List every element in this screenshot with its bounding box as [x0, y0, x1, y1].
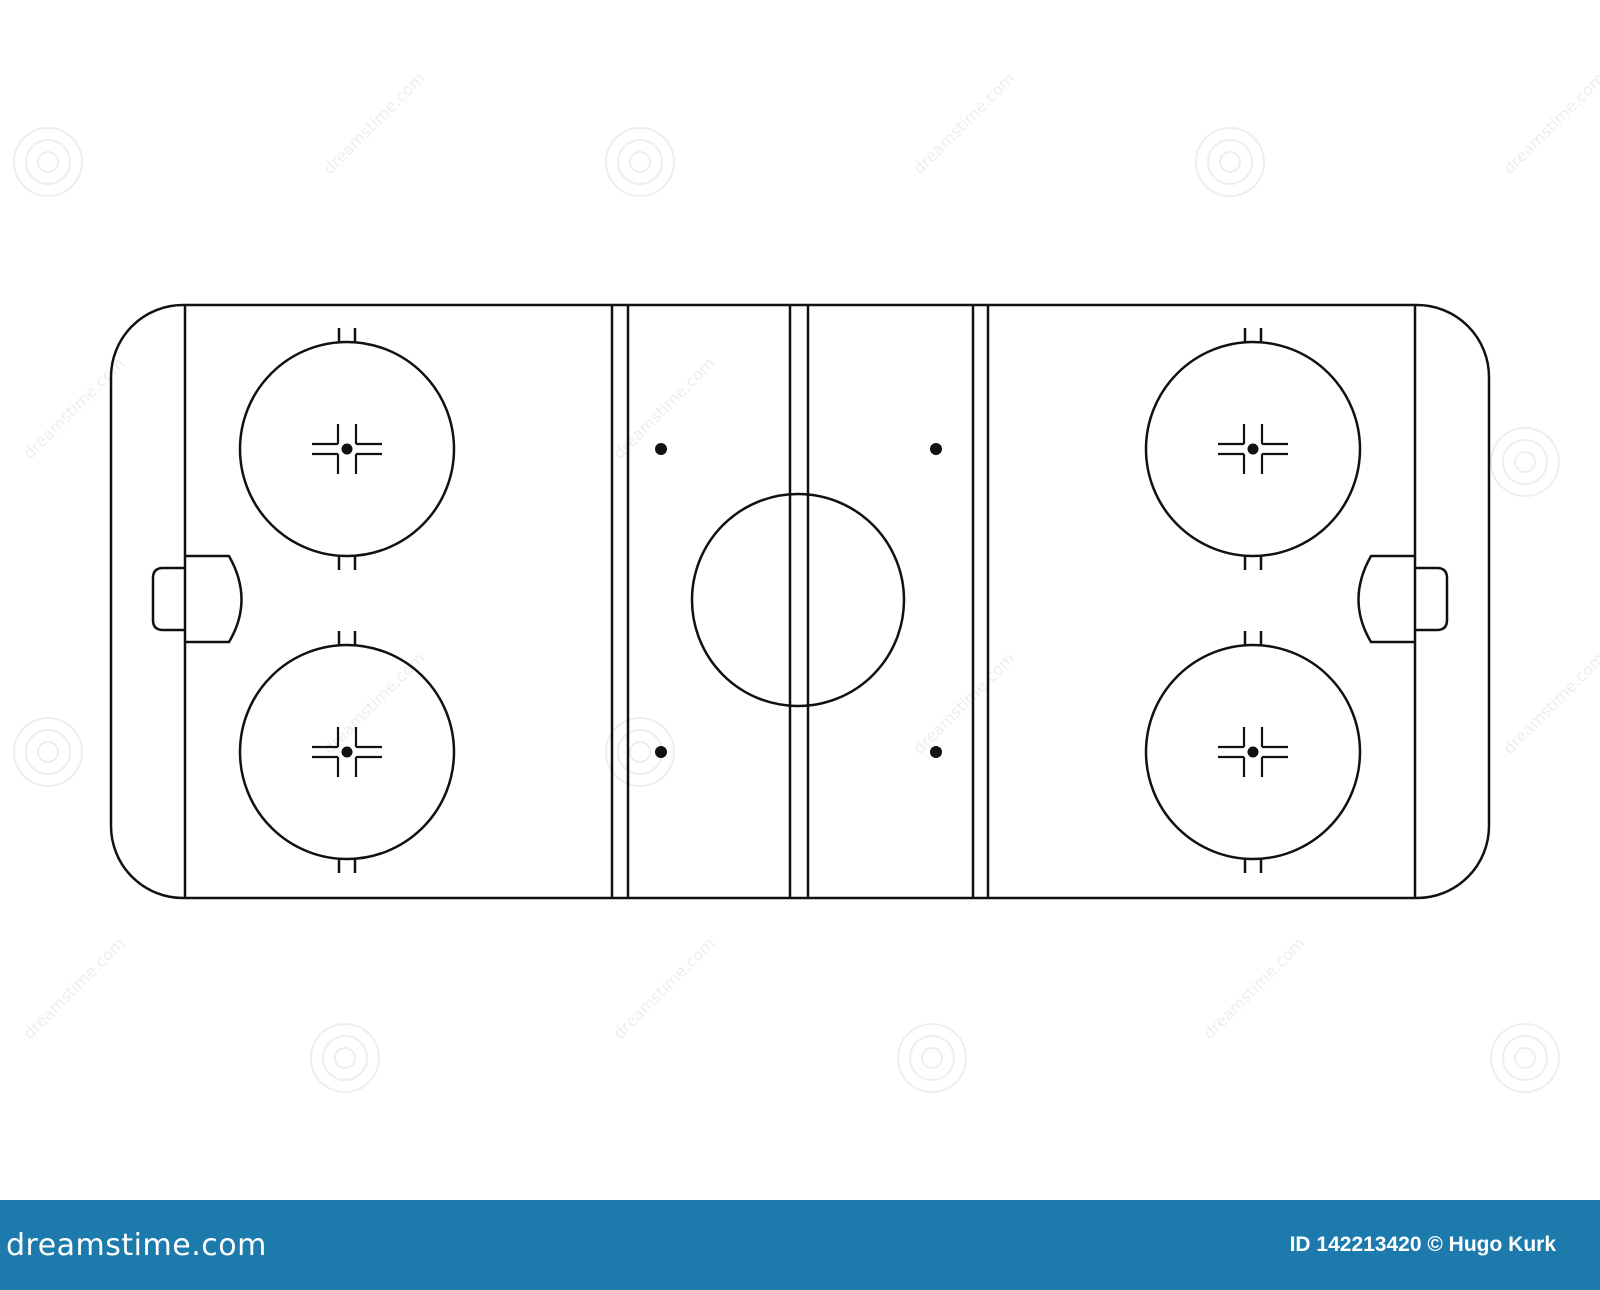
- faceoff-circle: [238, 328, 456, 570]
- faceoff-dot: [655, 746, 667, 758]
- hockey-rink-diagram: [109, 303, 1491, 900]
- goal-net-right: [1415, 566, 1449, 632]
- faceoff-dot: [930, 746, 942, 758]
- faceoff-dot: [341, 443, 353, 455]
- faceoff-dot: [655, 443, 667, 455]
- faceoff-dot: [1247, 746, 1259, 758]
- footer-bar: dreamstime.com ID 142213420 © Hugo Kurk: [0, 1200, 1600, 1290]
- goal-net-left: [151, 566, 185, 632]
- goal-crease-left: [185, 554, 243, 644]
- image-credit: ID 142213420 © Hugo Kurk: [1289, 1233, 1556, 1256]
- goal-crease-right: [1357, 554, 1415, 644]
- center-ice-circle: [690, 492, 906, 708]
- faceoff-circle: [238, 631, 456, 873]
- faceoff-dot: [341, 746, 353, 758]
- faceoff-dot: [1247, 443, 1259, 455]
- rink-boards: [109, 303, 1491, 900]
- site-logo[interactable]: dreamstime.com: [6, 1227, 267, 1263]
- faceoff-circle: [1144, 328, 1362, 570]
- faceoff-circle: [1144, 631, 1362, 873]
- faceoff-dot: [930, 443, 942, 455]
